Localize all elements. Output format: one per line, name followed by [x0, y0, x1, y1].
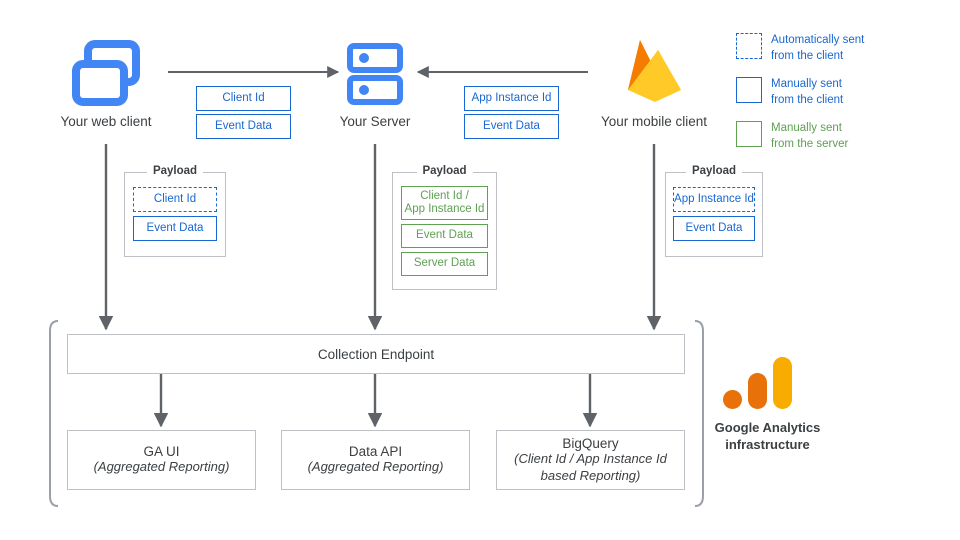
output-subtitle: (Aggregated Reporting)	[307, 459, 444, 475]
output-subtitle: (Aggregated Reporting)	[93, 459, 230, 475]
output-title: GA UI	[143, 444, 180, 460]
legend-line2: from the server	[771, 137, 849, 150]
windows-icon	[72, 40, 140, 106]
google-analytics-brand: Google Analytics infrastructure	[700, 355, 835, 454]
payload-box-mobile-client: Payload App Instance Id Event Data	[665, 165, 763, 257]
legend-label: Automatically sent from the client	[771, 33, 864, 64]
mobile-client-label: Your mobile client	[600, 114, 708, 129]
chip-server-data: Server Data	[401, 252, 488, 276]
legend-line1: Manually sent	[771, 122, 842, 135]
server-rack-icon	[347, 43, 403, 105]
server-label: Your Server	[339, 114, 411, 129]
legend-line1: Manually sent	[771, 78, 842, 91]
payload-title: Payload	[685, 165, 743, 177]
legend-label: Manually sent from the server	[771, 121, 848, 152]
chip-event-data: Event Data	[133, 216, 217, 241]
chip-app-instance-id: App Instance Id	[464, 86, 559, 111]
payload-box-web-client: Payload Client Id Event Data	[124, 165, 226, 257]
legend-swatch-dashed-blue	[736, 33, 762, 59]
output-box-bigquery: BigQuery (Client Id / App Instance Id ba…	[496, 430, 685, 490]
legend: Automatically sent from the client Manua…	[736, 33, 946, 152]
legend-swatch-solid-blue	[736, 77, 762, 104]
chip-event-data: Event Data	[196, 114, 291, 139]
chip-app-instance-id: App Instance Id	[673, 187, 755, 212]
firebase-icon	[628, 40, 681, 102]
collection-endpoint-box: Collection Endpoint	[67, 334, 685, 374]
legend-line2: from the client	[771, 49, 844, 62]
chip-event-data: Event Data	[401, 224, 488, 248]
legend-line2: from the client	[771, 93, 844, 106]
payload-title: Payload	[416, 165, 473, 177]
brand-caption-line2: infrastructure	[725, 436, 810, 452]
chip-client-id: Client Id	[196, 86, 291, 111]
google-analytics-icon	[723, 357, 792, 409]
output-subtitle: (Client Id / App Instance Id based Repor…	[514, 450, 667, 483]
chip-client-id-app-instance-id: Client Id / App Instance Id	[401, 186, 488, 220]
output-box-ga-ui: GA UI (Aggregated Reporting)	[67, 430, 256, 490]
legend-line1: Automatically sent	[771, 34, 865, 46]
web-to-server-chips: Client Id Event Data	[196, 86, 291, 139]
legend-swatch-solid-green	[736, 121, 762, 148]
chip-event-data: Event Data	[464, 114, 559, 139]
web-client-label: Your web client	[60, 114, 152, 129]
output-box-data-api: Data API (Aggregated Reporting)	[281, 430, 470, 490]
output-title: Data API	[348, 444, 403, 460]
legend-item-manual-server: Manually sent from the server	[736, 121, 946, 152]
output-title: BigQuery	[562, 435, 619, 451]
legend-label: Manually sent from the client	[771, 77, 843, 108]
legend-item-automatic-client: Automatically sent from the client	[736, 33, 946, 64]
legend-item-manual-client: Manually sent from the client	[736, 77, 946, 108]
chip-client-id: Client Id	[133, 187, 217, 212]
web-client-node: Your web client	[46, 38, 166, 131]
payload-box-server: Payload Client Id / App Instance Id Even…	[392, 165, 497, 290]
brand-caption-line1: Google Analytics	[714, 420, 821, 435]
chip-event-data: Event Data	[673, 216, 755, 241]
server-node: Your Server	[315, 38, 435, 131]
mobile-client-node: Your mobile client	[584, 34, 724, 131]
mobile-to-server-chips: App Instance Id Event Data	[464, 86, 559, 139]
collection-endpoint-label: Collection Endpoint	[317, 346, 435, 362]
payload-title: Payload	[146, 165, 204, 177]
